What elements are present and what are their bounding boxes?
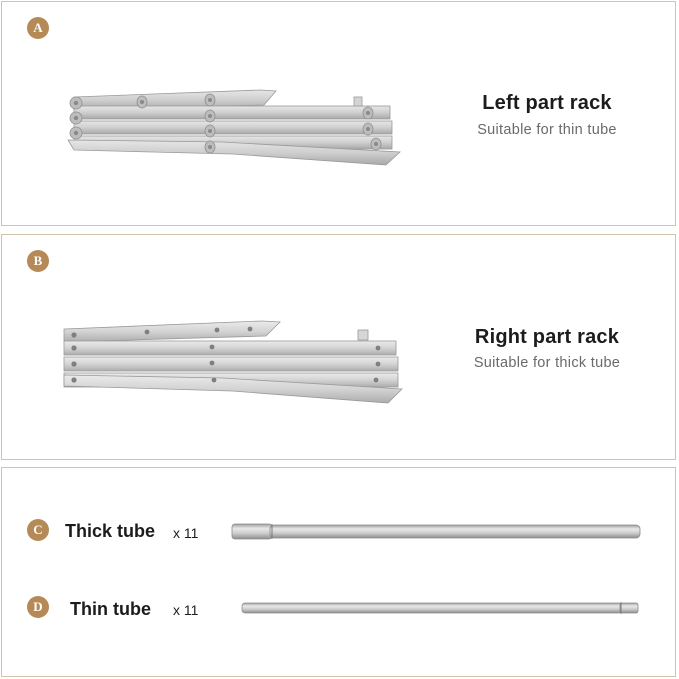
thin-tube-label: Thin tube xyxy=(70,599,151,619)
panel-left-part-rack: A xyxy=(1,1,676,226)
badge-c: C xyxy=(27,519,49,541)
panel-tubes: C Thick tube x 11 D Thin tube x 11 xyxy=(1,467,676,677)
badge-a: A xyxy=(27,17,49,39)
thick-tube-image xyxy=(231,523,641,540)
panel-b-title: Right part rack xyxy=(474,326,620,348)
left-rack-illustration xyxy=(67,89,401,166)
thick-tube-quantity: x 11 xyxy=(173,525,199,541)
badge-d: D xyxy=(27,596,49,618)
tubes-illustration xyxy=(231,523,641,614)
panel-a-subtitle: Suitable for thin tube xyxy=(477,122,617,138)
panel-a-title: Left part rack xyxy=(482,92,612,114)
thick-tube-label: Thick tube xyxy=(65,521,156,541)
thin-tube-image xyxy=(241,602,639,614)
right-rack-illustration xyxy=(63,320,403,404)
panel-b-subtitle: Suitable for thick tube xyxy=(473,355,621,371)
badge-b: B xyxy=(27,250,49,272)
thin-tube-quantity: x 11 xyxy=(173,602,199,618)
panel-right-part-rack: B Right part rack Suitable for thick tu xyxy=(1,234,676,460)
